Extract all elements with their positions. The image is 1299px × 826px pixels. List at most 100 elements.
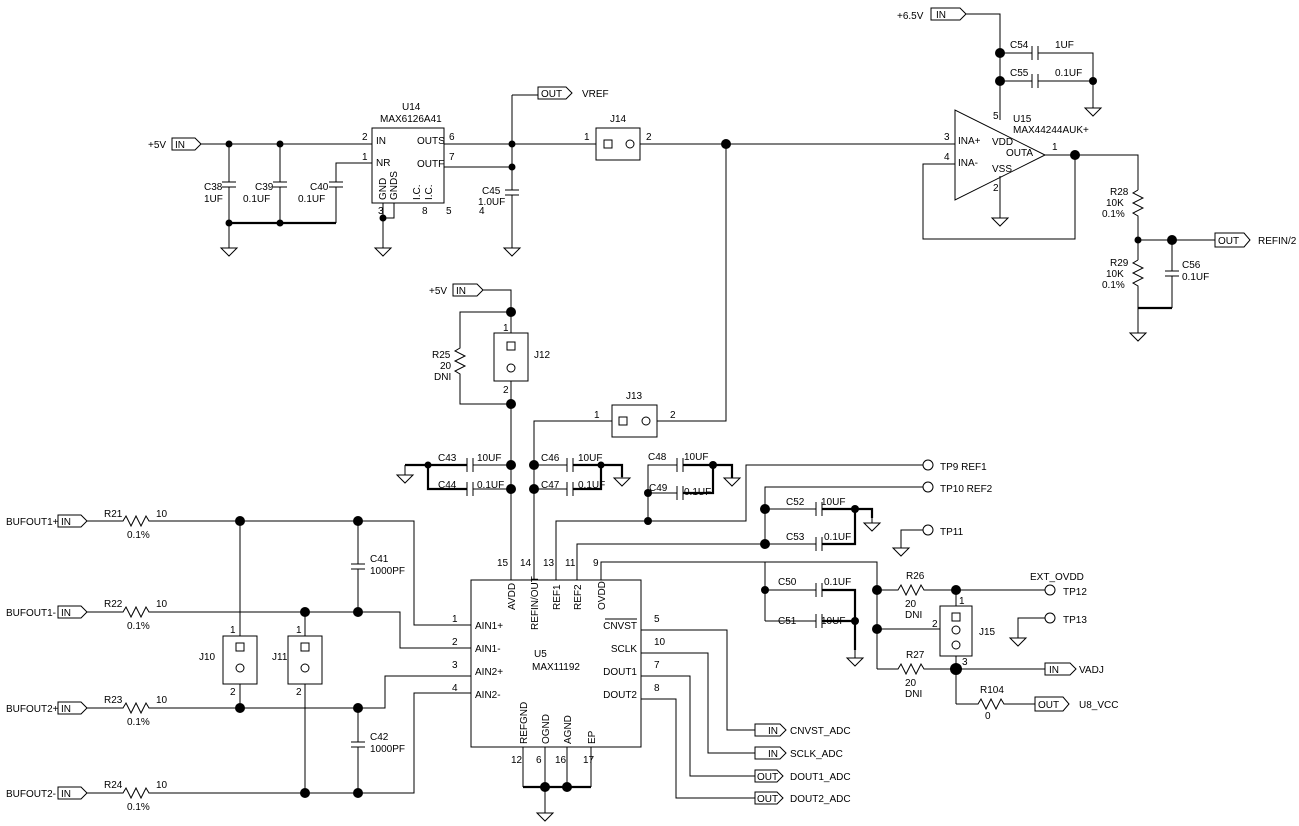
c56-ref: C56 [1182,260,1201,271]
port-u8vcc-out[interactable]: OUT [1034,696,1070,712]
port-buf1n-in[interactable]: IN [57,605,88,619]
port-cnvst-label: CNVST_ADC [790,726,851,737]
digital-io: IN IN OUT OUT CNVST_ADC SCLK_ADC DOUT1_A… [641,629,851,805]
svg-text:3: 3 [962,657,968,668]
c40-val: 0.1UF [298,194,325,205]
port-buf1p-in[interactable]: IN [57,514,88,528]
u5-pin-ref1: REF1 [552,584,563,610]
j15[interactable]: J15 1 2 3 [932,596,996,668]
tp9-circle[interactable] [922,459,934,471]
j14[interactable]: J14 1 2 [584,114,652,161]
j11[interactable]: J11 1 2 [272,625,323,698]
svg-text:OUT: OUT [757,794,778,805]
r25-val: 20 [440,361,452,372]
tp10-circle[interactable] [922,481,934,493]
svg-text:IN: IN [61,608,71,619]
port-vref-out[interactable]: OUT [537,86,573,100]
svg-text:I.C.: I.C. [412,184,423,200]
tp11-circle[interactable] [922,524,934,536]
port-u8vcc-label: U8_VCC [1079,700,1118,711]
tp10-label: TP10 REF2 [940,484,993,495]
u5-part: MAX11192 [532,662,580,673]
c47-val: 0.1UF [578,480,605,491]
r21-tol: 0.1% [127,530,150,541]
r24-val: 10 [156,780,168,791]
u5-pin-ognd: OGND [541,714,552,744]
port-buf1n-label: BUFOUT1- [6,608,56,619]
port-vadj-in[interactable]: IN [1044,662,1077,676]
tp13-circle[interactable] [1044,612,1056,624]
u5-pin-ain1-: AIN1- [475,644,501,655]
port-buf2p-in[interactable]: IN [57,701,88,715]
c41-ref: C41 [370,554,389,565]
port-dout1-out[interactable]: OUT [754,769,784,783]
u5-pin-ref2: REF2 [573,584,584,610]
u14-section: +5V IN C38 1UF C39 0.1UF C40 0.1UF U14 M… [148,86,609,257]
r23-val: 10 [156,695,168,706]
svg-text:IN: IN [768,726,778,737]
svg-text:OUT: OUT [1038,700,1059,711]
u5-pin-num: 16 [555,755,567,766]
port-dout2-out[interactable]: OUT [754,791,784,805]
u5-pin-num: 10 [654,637,666,648]
r26-val: 20 [905,599,917,610]
svg-text:I.C.: I.C. [424,184,435,200]
u5-body [470,579,642,748]
c53-val: 0.1UF [824,532,851,543]
port-5v-b-in[interactable]: IN [452,283,484,297]
svg-text:5: 5 [446,206,452,217]
svg-text:IN: IN [61,517,71,528]
c46-val: 10UF [578,453,602,464]
tp13-label: TP13 [1063,615,1087,626]
svg-text:2: 2 [230,687,236,698]
u5-pin-num: 11 [565,558,576,569]
avdd-supply: +5V IN R25 20 DNI J12 1 2 [429,283,551,580]
tp11-label: TP11 [940,527,964,538]
u5-pin-num: 6 [536,755,542,766]
port-sclk-in[interactable]: IN [754,746,787,760]
c54-ref: C54 [1010,40,1029,51]
port-dout1-label: DOUT1_ADC [790,772,851,783]
svg-text:7: 7 [449,152,455,163]
r25-ref: R25 [432,350,451,361]
svg-text:OUT: OUT [1218,236,1239,247]
r24-ref: R24 [104,780,123,791]
tp12-circle[interactable] [1044,584,1056,596]
u5-pin-ain2-: AIN2- [475,690,501,701]
tp12-label: TP12 [1063,587,1087,598]
c38-val: 1UF [204,194,223,205]
c45-ref: C45 [482,186,501,197]
j13[interactable]: J13 1 2 [594,391,676,438]
svg-text:VDD: VDD [992,137,1013,148]
svg-text:3: 3 [944,132,950,143]
svg-text:OUTS: OUTS [417,136,445,147]
port-65v-in[interactable]: IN [930,7,967,21]
c48-val: 10UF [684,452,708,463]
r29-val: 10K [1106,269,1124,280]
svg-text:OUT: OUT [541,89,562,100]
port-refin2-label: REFIN/2 [1258,236,1297,247]
svg-text:J14: J14 [610,114,627,125]
port-5v-in[interactable]: IN [171,137,202,151]
port-buf2n-in[interactable]: IN [57,786,88,800]
port-refin2-out[interactable]: OUT [1214,232,1251,248]
port-cnvst-in[interactable]: IN [754,723,787,737]
c56-val: 0.1UF [1182,272,1209,283]
j12[interactable]: J12 1 2 [493,323,551,396]
u15-part: MAX44244AUK+ [1013,125,1089,136]
c39-ref: C39 [255,182,274,193]
j10[interactable]: J10 1 2 [199,625,258,698]
r104-val: 0 [985,711,991,722]
svg-text:J15: J15 [979,627,996,638]
r26-ref: R26 [906,571,925,582]
u5-pin-num: 14 [520,558,532,569]
svg-text:4: 4 [479,206,485,217]
svg-text:2: 2 [503,385,509,396]
c55-val: 0.1UF [1055,68,1082,79]
r24-tol: 0.1% [127,802,150,813]
svg-text:3: 3 [378,206,384,217]
c49-val: 0.1UF [684,487,711,498]
svg-text:1: 1 [362,152,368,163]
r104-ref: R104 [980,685,1004,696]
u5-pin-refgnd: REFGND [519,702,530,744]
